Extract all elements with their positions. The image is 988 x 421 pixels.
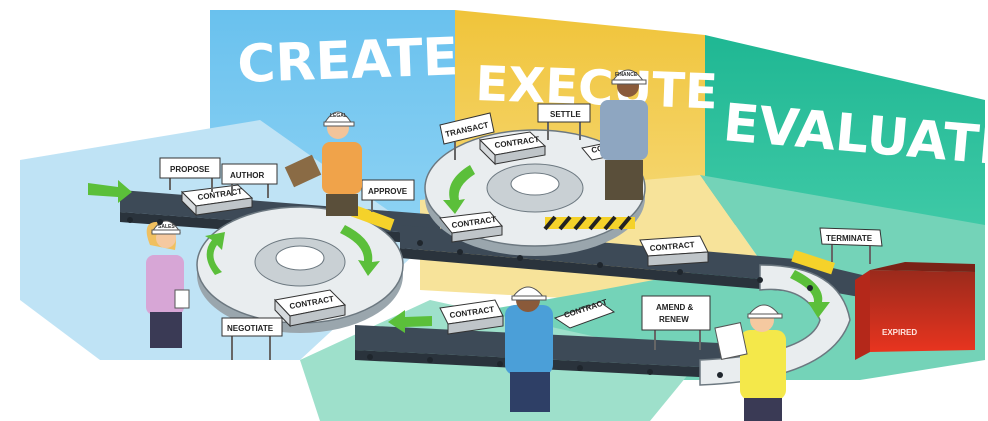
contract-box: CONTRACT: [274, 289, 347, 328]
clipboard-icon: [714, 322, 748, 360]
sales-worker: SALES: [146, 220, 190, 348]
svg-text:AMEND &: AMEND &: [656, 303, 694, 312]
belt-rollers: [127, 217, 813, 378]
svg-text:AUTHOR: AUTHOR: [230, 171, 264, 180]
contract-box: CONTRACT: [439, 211, 503, 243]
hat-label-legal: LEGAL: [330, 113, 347, 119]
hazard-barriers: [350, 205, 835, 275]
finance-worker: FINANCE: [600, 69, 648, 200]
svg-text:SETTLE: SETTLE: [550, 110, 581, 119]
expired-bin-label: EXPIRED: [882, 328, 917, 337]
sign-transact: TRANSACT: [439, 112, 495, 160]
sign-author: AUTHOR: [221, 163, 278, 198]
evaluator-worker: [714, 304, 786, 421]
contract-box: CONTRACT: [639, 235, 709, 267]
sign-terminate: TERMINATE: [819, 227, 883, 264]
stage-title-create: CREATE: [236, 27, 459, 95]
svg-text:PROPOSE: PROPOSE: [170, 165, 210, 174]
svg-text:APPROVE: APPROVE: [368, 187, 408, 196]
svg-text:NEGOTIATE: NEGOTIATE: [227, 324, 274, 333]
stage-title-execute: EXECUTE: [475, 56, 719, 120]
sign-approve: APPROVE: [361, 179, 415, 212]
contract-box: CONTRACT: [439, 299, 504, 335]
svg-text:RENEW: RENEW: [659, 315, 689, 324]
sign-settle: SETTLE: [537, 103, 591, 140]
flow-arrows: [88, 165, 830, 333]
expired-bin: EXPIRED: [855, 262, 975, 360]
hat-label-sales: SALES: [158, 224, 175, 230]
tablet-icon: [174, 289, 190, 309]
hat-label-finance: FINANCE: [615, 72, 638, 78]
contract-box: CONTRACT: [478, 131, 547, 166]
contract-box: CONTRACT: [180, 184, 254, 217]
rotate-arrow-create2-icon: [340, 225, 380, 276]
sign-amend-renew: AMEND & RENEW: [641, 295, 711, 350]
operations-worker: [505, 286, 553, 412]
rotate-arrow-create-icon: [205, 232, 225, 275]
return-arrow-icon: [388, 310, 432, 333]
legal-worker: LEGAL: [284, 111, 362, 216]
rotate-arrow-evaluate-icon: [790, 270, 830, 318]
contract-box-label: CONTRACT: [649, 240, 695, 253]
entry-arrow-icon: [88, 180, 132, 203]
clipboard-icon: [284, 154, 322, 188]
sign-negotiate: NEGOTIATE: [221, 317, 283, 360]
rotate-arrow-execute-icon: [443, 165, 475, 214]
evaluate-wall: [705, 35, 985, 225]
sign-propose: PROPOSE: [159, 157, 221, 192]
svg-text:TERMINATE: TERMINATE: [826, 234, 873, 243]
